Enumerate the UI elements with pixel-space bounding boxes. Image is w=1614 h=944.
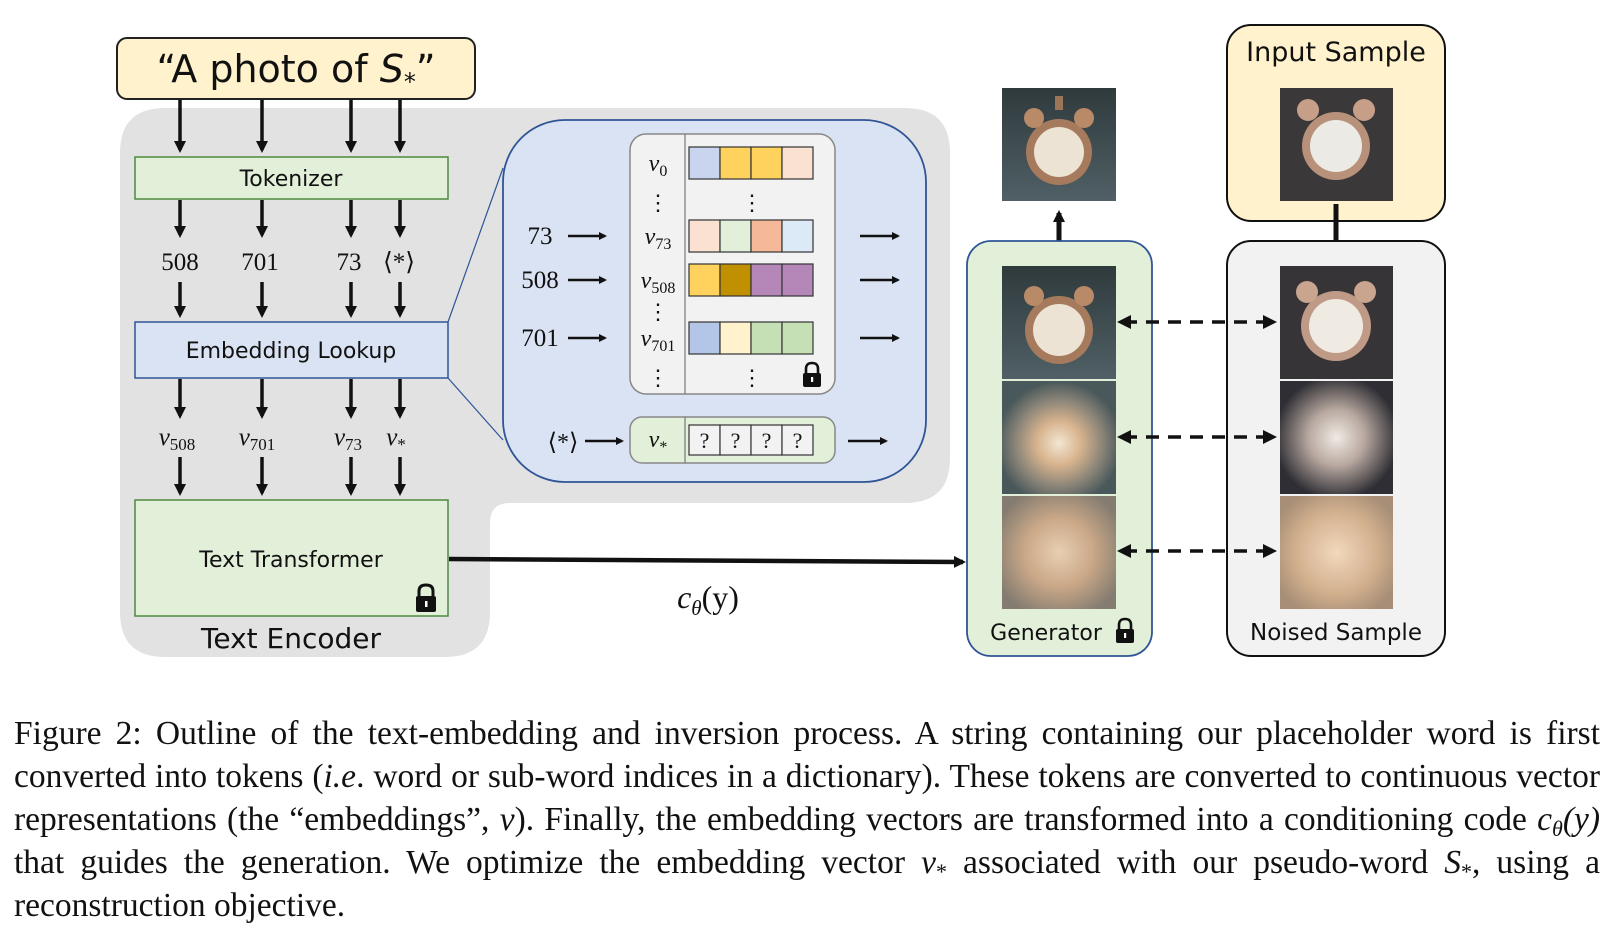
embedding-cell: [750, 263, 783, 297]
embedding-cell: [719, 321, 752, 355]
embedding-lookup-box: [134, 321, 449, 379]
noised-step-2: [1280, 381, 1393, 494]
placeholder-input: ⟨*⟩: [548, 430, 579, 456]
table-lock-icon: [803, 361, 821, 387]
ellipsis: ⋮: [647, 190, 669, 215]
embedding-cell: [781, 321, 814, 355]
figure-caption: Figure 2: Outline of the text-embedding …: [14, 715, 1601, 924]
ellipsis: ⋮: [647, 365, 669, 390]
tokenizer-box: [134, 156, 449, 200]
embedding-lookup-label: Embedding Lookup: [186, 339, 397, 364]
embedding-vstar: v*: [386, 424, 406, 454]
embedding-cell: [688, 219, 721, 253]
token-73: 73: [337, 249, 362, 276]
embedding-cell: [781, 219, 814, 253]
tokenizer-arrows: [174, 200, 406, 238]
embedding-arrows: [174, 457, 406, 496]
token-508: 508: [161, 249, 199, 276]
input-sample-label: Input Sample: [1246, 37, 1426, 68]
vec-sub: 73: [655, 236, 671, 253]
ellipsis: ⋮: [647, 299, 669, 324]
vec-base: v: [649, 151, 660, 177]
conditioning-arrow: [448, 555, 966, 568]
placeholder-cell-text: ?: [731, 428, 741, 453]
ellipsis: ⋮: [741, 365, 763, 390]
table-row-input: 701: [521, 325, 559, 352]
conditioning-label: cθ(y): [677, 579, 739, 620]
embedding-cell: [719, 146, 752, 180]
table-row-input: 73: [528, 223, 553, 250]
prompt-text: “A photo of S*”: [156, 47, 435, 96]
zoom-line-top: [447, 167, 504, 323]
vec-base: v: [641, 268, 652, 294]
placeholder-cell: [688, 424, 721, 456]
table-row-vec-label: v0: [649, 151, 668, 180]
noised-sample-label: Noised Sample: [1250, 620, 1422, 646]
transformer-lock-icon: [416, 583, 436, 612]
embedding-v508: v508: [159, 424, 196, 454]
vec-base: v: [645, 224, 656, 250]
token-placeholder: ⟨*⟩: [383, 249, 415, 276]
generator-lock-icon: [1116, 617, 1134, 643]
generator-label: Generator: [990, 621, 1103, 646]
embedding-cell: [750, 219, 783, 253]
text-encoder-label: Text Encoder: [200, 622, 381, 655]
reconstruction-arrows: [1117, 315, 1277, 558]
prompt-box: [116, 37, 476, 100]
noised-step-3: [1280, 496, 1393, 609]
generator-step-1: [1002, 266, 1116, 379]
generated-image: [1002, 88, 1116, 201]
embedding-cell: [688, 263, 721, 297]
vec-sub: 0: [659, 163, 667, 180]
table-row-input: 508: [521, 267, 559, 294]
embedding-v73: v73: [334, 424, 362, 454]
placeholder-cell: [719, 424, 752, 456]
embedding-cell: [750, 146, 783, 180]
lookup-arrows: [174, 379, 406, 419]
diagram: “A photo of S*” Tokenizer 508 701 73 ⟨*⟩…: [116, 24, 1446, 657]
embedding-cell: [750, 321, 783, 355]
placeholder-vec-label: v*: [649, 427, 668, 456]
embedding-cell: [781, 146, 814, 180]
token-arrows: [174, 282, 406, 318]
zoom-line-bottom: [447, 377, 504, 441]
ellipsis: ⋮: [741, 190, 763, 215]
vec-sub: 701: [651, 338, 675, 355]
noised-step-1: [1280, 266, 1393, 379]
generator-step-3: [1002, 496, 1116, 609]
generator-step-2: [1002, 381, 1116, 494]
tokenizer-label: Tokenizer: [239, 167, 344, 192]
token-701: 701: [241, 249, 279, 276]
placeholder-cell: [781, 424, 814, 456]
vec-base: v: [641, 326, 652, 352]
table-row-vec-label: v73: [645, 224, 672, 253]
placeholder-cell-text: ?: [793, 428, 803, 453]
prompt-arrows: [174, 100, 406, 153]
table-row-vec-label: v508: [641, 268, 676, 297]
input-sample-image: [1280, 88, 1393, 201]
embedding-cell: [719, 219, 752, 253]
embedding-cell: [688, 146, 721, 180]
embedding-cell: [781, 263, 814, 297]
embedding-cell: [719, 263, 752, 297]
placeholder-cell-text: ?: [762, 428, 772, 453]
placeholder-cell-text: ?: [700, 428, 710, 453]
vec-sub: 508: [651, 280, 675, 297]
embedding-cell: [688, 321, 721, 355]
embedding-v701: v701: [239, 424, 276, 454]
table-row-vec-label: v701: [641, 326, 676, 355]
text-transformer-box: [134, 499, 449, 617]
text-transformer-label: Text Transformer: [198, 548, 383, 573]
